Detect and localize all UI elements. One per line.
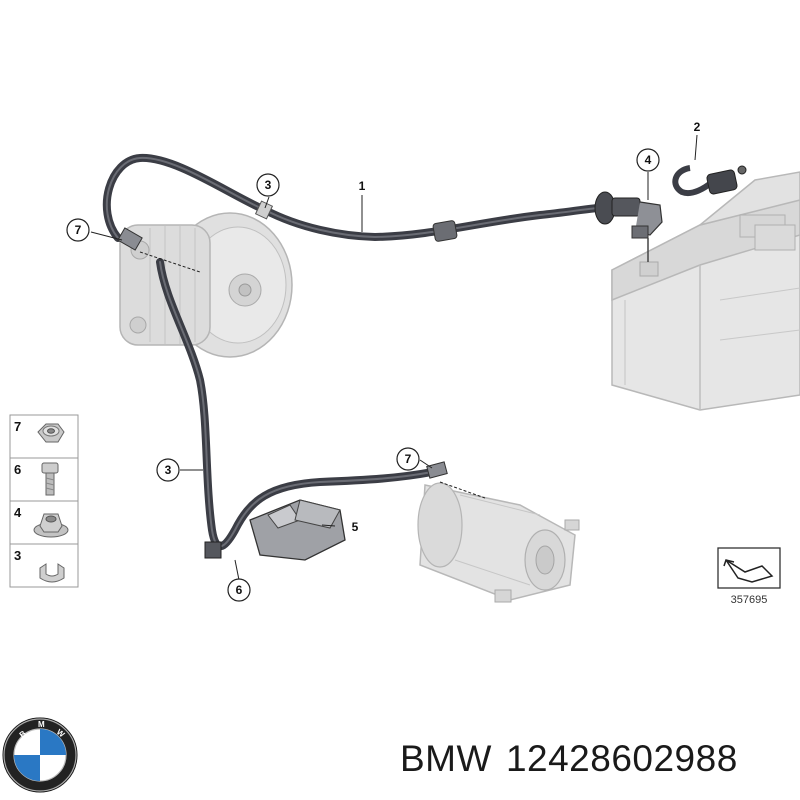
svg-text:B: B <box>18 729 28 740</box>
callout-6: 6 <box>227 578 251 602</box>
callout-7-top: 7 <box>66 218 90 242</box>
starter-terminal <box>426 461 448 479</box>
starter-motor <box>417 482 580 603</box>
svg-text:6: 6 <box>236 583 243 597</box>
leader-lines <box>90 134 698 581</box>
svg-text:4: 4 <box>645 153 652 167</box>
svg-text:7: 7 <box>75 223 82 237</box>
bmw-logo: B M W <box>2 717 78 793</box>
part-number: 12428602988 <box>505 738 738 779</box>
legend-label-6: 6 <box>14 462 21 477</box>
reference-number: 357695 <box>731 594 768 606</box>
cable-holder <box>249 499 346 561</box>
reference-stamp: 357695 <box>717 547 781 606</box>
flange-nut-icon <box>33 513 69 538</box>
legend-label-4: 4 <box>14 505 22 520</box>
legend-label-3: 3 <box>14 548 21 563</box>
battery <box>611 171 800 411</box>
cable-grommet <box>432 220 458 242</box>
callout-4: 4 <box>636 148 660 172</box>
hex-nut-icon <box>37 423 65 443</box>
part-label: BMW 12428602988 <box>400 738 792 780</box>
parts-legend: 7 6 4 3 <box>9 414 79 588</box>
callout-3-top: 3 <box>256 173 280 197</box>
alternator-terminal <box>117 227 143 251</box>
sensor-cable <box>672 165 747 196</box>
callout-1: 1 <box>359 179 366 193</box>
callout-2: 2 <box>694 120 701 134</box>
cable-sleeve <box>204 541 222 559</box>
svg-text:3: 3 <box>165 463 172 477</box>
svg-text:3: 3 <box>265 178 272 192</box>
brand-name: BMW <box>400 738 492 779</box>
cable-clip-icon <box>39 563 65 583</box>
svg-text:7: 7 <box>405 452 412 466</box>
callout-3-bottom: 3 <box>156 458 180 482</box>
legend-label-7: 7 <box>14 419 21 434</box>
svg-text:W: W <box>55 727 67 739</box>
alternator <box>119 212 293 358</box>
callout-5: 5 <box>352 520 359 534</box>
bolt-icon <box>41 462 59 496</box>
svg-text:M: M <box>38 720 45 729</box>
battery-terminal <box>594 191 663 262</box>
callout-7-bottom: 7 <box>396 447 420 471</box>
